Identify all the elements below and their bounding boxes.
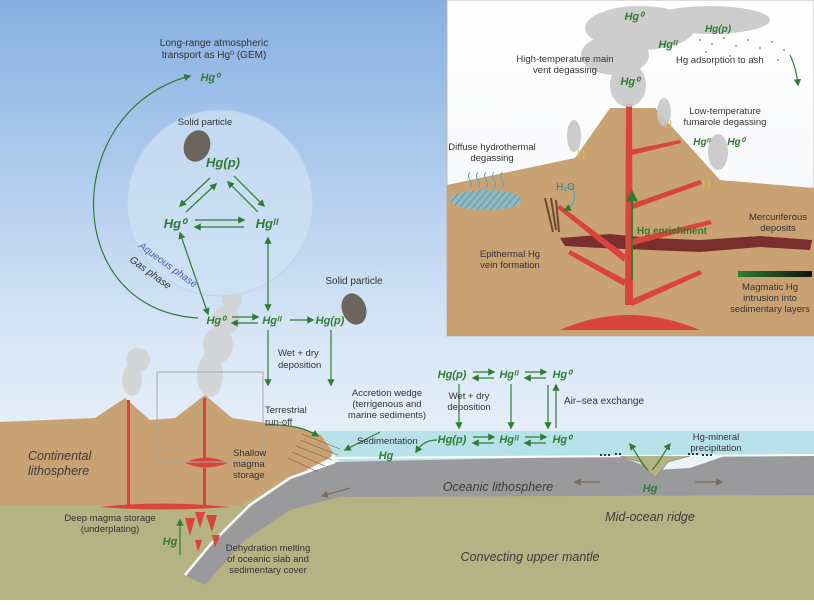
aerosol-droplet-circle	[126, 109, 314, 297]
hg0-lower: Hg⁰	[206, 315, 228, 327]
runoff-line-1: Terrestrial	[265, 405, 307, 416]
hgp-circle: Hg(p)	[206, 155, 240, 170]
hg-sediment: Hg	[379, 450, 394, 462]
long-range-line-1: Long-range atmospheric	[160, 38, 268, 49]
main-vent-line-2: vent degassing	[533, 65, 597, 76]
runoff-line-2: run-off	[265, 417, 293, 428]
long-range-line-2: transport as Hg⁰ (GEM)	[162, 50, 267, 61]
shallow-magma-line-2: magma	[233, 459, 265, 470]
accretion-line-1: Accretion wedge	[352, 388, 422, 399]
hgII-sea-top: Hgᴵᴵ	[499, 369, 519, 381]
hgII-fumarole: Hgᴵᴵ	[693, 137, 711, 148]
ridge-mineral-dots	[600, 453, 714, 456]
wet-dry-right-2: deposition	[447, 402, 490, 413]
magmatic-line-1: Magmatic Hg	[742, 282, 798, 293]
magmatic-line-2: intrusion into	[743, 293, 797, 304]
hg0-circle: Hg⁰	[164, 216, 189, 231]
oceanic-lithosphere-label: Oceanic lithosphere	[443, 480, 554, 494]
epithermal-line-2: vein formation	[480, 260, 540, 271]
dehydration-line-2: of oceanic slab and	[227, 554, 309, 565]
shallow-magma-line-1: Shallow	[233, 448, 266, 459]
hg-ridge: Hg	[643, 483, 658, 495]
accretion-wedge-hatching	[287, 433, 341, 473]
fumarole-line-2: fumarole degassing	[684, 117, 767, 128]
hg0-sea-bottom: Hg⁰	[552, 434, 574, 446]
long-range-transport-arrow	[92, 73, 199, 319]
mid-ocean-ridge-label: Mid-ocean ridge	[605, 510, 695, 524]
ash-adsorption-label: Hg adsorption to ash	[676, 55, 764, 66]
hg-mineral-line-1: Hg-mineral	[693, 432, 739, 443]
hgII-circle: Hgᴵᴵ	[256, 216, 280, 231]
hg-deep: Hg	[163, 536, 178, 548]
solid-particle-outer-label: Solid particle	[325, 276, 383, 287]
continental-line-2: lithosphere	[28, 464, 89, 478]
air-sea-label: Air–sea exchange	[564, 396, 644, 407]
hg-mineral-line-2: precipitation	[690, 443, 741, 454]
mercuriferous-line-2: deposits	[760, 223, 796, 234]
convecting-mantle-label: Convecting upper mantle	[461, 550, 600, 564]
plate-boundary-line	[184, 460, 336, 576]
hgp-lower: Hg(p)	[316, 315, 345, 327]
hgp-inset: Hg(p)	[705, 24, 732, 35]
solid-particle-inner-label: Solid particle	[178, 117, 232, 128]
sedimentation-label: Sedimentation	[357, 436, 418, 447]
continental-line-1: Continental	[28, 449, 92, 463]
hgII-inset: Hgᴵᴵ	[658, 39, 678, 51]
inset-labels: High-temperature main vent degassing Hg …	[448, 54, 810, 315]
diffuse-line-1: Diffuse hydrothermal	[448, 142, 535, 153]
wet-dry-left-2: deposition	[278, 360, 321, 371]
fumarole-line-1: Low-temperature	[689, 106, 761, 117]
dehydration-line-3: sedimentary cover	[229, 565, 307, 576]
hgp-sea-bottom: Hg(p)	[438, 434, 467, 446]
deep-magma-line-1: Deep magma storage	[64, 513, 155, 524]
hg0-transport: Hg⁰	[200, 72, 222, 84]
accretion-line-2: (terrigenous and	[352, 399, 421, 410]
hg-enrichment-label: Hg enrichment	[637, 226, 708, 237]
h2o-label: H₂O	[556, 182, 575, 193]
solid-particle-shape	[183, 130, 211, 162]
hgp-sea-top: Hg(p)	[438, 369, 467, 381]
inset-panel	[446, 0, 814, 337]
circle-arrows	[176, 175, 671, 555]
hgII-lower: Hgᴵᴵ	[262, 315, 282, 327]
continental-lithosphere-region	[0, 395, 340, 505]
volcano-plumes	[122, 290, 242, 397]
wet-dry-left-1: Wet + dry	[278, 348, 319, 359]
deep-magma-line-2: (underplating)	[81, 524, 140, 535]
oceanic-lithosphere-plate	[185, 455, 814, 585]
epithermal-line-1: Epithermal Hg	[480, 249, 540, 260]
plate-motion-arrow-west	[320, 487, 351, 498]
diffuse-line-2: degassing	[470, 153, 513, 164]
inset-zoom-frame	[156, 371, 264, 463]
dehydration-line-1: Dehydration melting	[226, 543, 311, 554]
accretion-line-3: marine sediments)	[348, 410, 426, 421]
shallow-magma-line-3: storage	[233, 470, 265, 481]
hg0-fumarole: Hg⁰	[727, 137, 746, 148]
seafloor-line	[329, 454, 814, 459]
main-vent-line-1: High-temperature main	[516, 54, 613, 65]
hg-species: Hg⁰ Hg(p) Hg⁰ Hgᴵᴵ Hg⁰ Hgᴵᴵ Hg(p) Hg(p) …	[163, 11, 747, 548]
mercuriferous-line-1: Mercuriferous	[749, 212, 807, 223]
solid-particle-outer-shape	[341, 293, 367, 325]
hg0-inset-vent: Hg⁰	[620, 76, 642, 88]
hgII-sea-bottom: Hgᴵᴵ	[499, 434, 519, 446]
wet-dry-right-1: Wet + dry	[449, 391, 490, 402]
hg0-inset-top: Hg⁰	[624, 11, 646, 23]
magmatic-line-3: sedimentary layers	[730, 304, 810, 315]
hg0-sea-top: Hg⁰	[552, 369, 574, 381]
